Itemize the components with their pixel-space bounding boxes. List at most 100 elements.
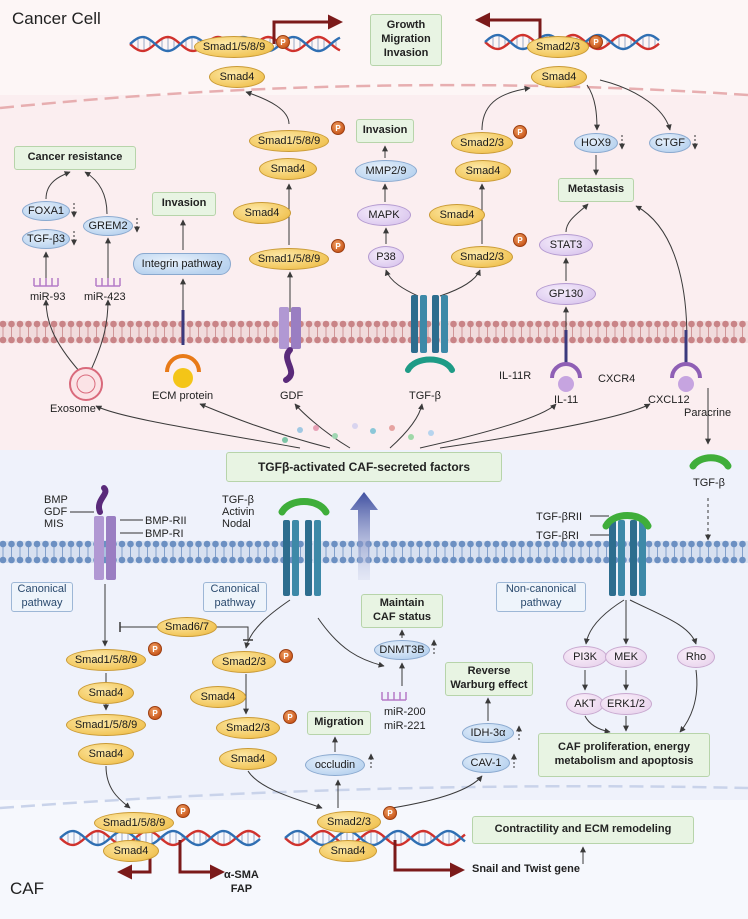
caf-membrane-head <box>339 556 347 564</box>
caf-membrane-head <box>645 556 653 564</box>
cancer-membrane-head <box>730 336 738 344</box>
cancer-membrane-head <box>705 336 712 344</box>
phospho-badge: P <box>148 706 162 720</box>
nuclear-envelope-caf <box>0 784 748 810</box>
caf-membrane-head <box>186 540 194 548</box>
secreted-factor-dot <box>428 430 434 436</box>
caf-membrane-head <box>560 556 568 564</box>
tgfbrii-label: TGF-βRII <box>536 511 583 523</box>
caf-membrane-head <box>577 556 585 564</box>
mir423-label: miR-423 <box>84 291 126 303</box>
cancer-membrane-head <box>518 320 525 328</box>
caf-membrane-head <box>127 540 134 548</box>
cancer-membrane-head <box>135 336 143 344</box>
caf-membrane-head <box>8 556 15 564</box>
caf-membrane-head <box>152 540 160 548</box>
cancer-membrane-head <box>161 336 168 344</box>
cancer-membrane-head <box>169 336 177 344</box>
caf-membrane-head <box>705 540 712 548</box>
arrow-smad23-to-cav1 <box>391 775 483 809</box>
phospho-badge: P <box>331 239 345 253</box>
cancer-membrane-head <box>76 336 83 344</box>
caf-membrane-head <box>135 556 143 564</box>
il11-label: IL-11 <box>554 394 579 406</box>
caf-membrane-head <box>594 556 602 564</box>
foxa1: FOXA1 <box>22 201 70 221</box>
arrow-factors-to-gdf <box>294 403 351 449</box>
caf-membrane-head <box>152 556 160 564</box>
cancer-membrane-head <box>203 336 211 344</box>
arrow-smad-to-caf-nucleus-left <box>105 765 131 809</box>
caf-membrane-head <box>135 540 143 548</box>
caf-membrane-head <box>416 556 423 564</box>
arrow-tgfbr-to-p38 <box>384 269 419 297</box>
caf-membrane-head <box>50 540 58 548</box>
caf-membrane-head <box>475 556 483 564</box>
cancer-membrane-head <box>458 336 466 344</box>
cancer-membrane-head <box>373 320 381 328</box>
caf-membrane-head <box>509 540 517 548</box>
cancer-membrane-head <box>492 320 500 328</box>
cancer-membrane-head <box>501 336 508 344</box>
caf-membrane-head <box>543 556 551 564</box>
caf-membrane-head <box>467 540 474 548</box>
caf-membrane-head <box>178 540 185 548</box>
cancer-membrane-head <box>127 320 134 328</box>
cancer-membrane-head <box>577 336 585 344</box>
cancer-membrane-head <box>76 320 83 328</box>
cancer-membrane-head <box>220 320 228 328</box>
il11r-cup <box>550 362 582 379</box>
caf-membrane-head <box>492 556 500 564</box>
caf-membrane-head <box>220 540 228 548</box>
caf-membrane-head <box>688 556 695 564</box>
secreted-factor-dot <box>297 427 303 433</box>
arrow-stat3-to-metastasis <box>565 203 589 233</box>
outcome-metastasis: Metastasis <box>558 178 634 202</box>
phospho-badge: P <box>513 233 527 247</box>
caf-membrane-head <box>501 556 508 564</box>
akt: AKT <box>566 693 604 715</box>
il11r-label: IL-11R <box>499 370 532 382</box>
canonical-pathway-tgfb: Canonical pathway <box>203 582 267 612</box>
smad23-caf-upper: Smad2/3 <box>212 651 276 673</box>
cancer-membrane-head <box>552 320 559 328</box>
caf-membrane-head <box>144 540 151 548</box>
caf-membrane-head <box>416 540 423 548</box>
cancer-membrane-head <box>67 320 75 328</box>
tgfb-ligand-caf <box>278 498 330 516</box>
smad4-cytoplasm-free: Smad4 <box>233 202 291 224</box>
cancer-membrane-head <box>484 320 491 328</box>
cancer-membrane-head <box>59 320 66 328</box>
phospho-badge: P <box>513 125 527 139</box>
arrow-exosome-to-mir93 <box>43 299 81 373</box>
nuclear-envelope-cancer <box>0 83 748 110</box>
cancer-membrane-head <box>382 320 389 328</box>
arrow-tgfbr-to-rho <box>629 599 698 645</box>
cancer-membrane-band <box>0 321 748 343</box>
cancer-membrane-head <box>246 320 253 328</box>
cancer-membrane-head <box>730 320 738 328</box>
cancer-membrane-head <box>127 336 134 344</box>
caf-membrane-head <box>0 540 7 548</box>
caf-membrane-head <box>348 556 355 564</box>
caf-tgfb-receptor-chain <box>292 520 299 596</box>
caf-membrane-head <box>654 556 661 564</box>
cancer-membrane-head <box>271 320 279 328</box>
caf-membrane-head <box>203 556 211 564</box>
caf-membrane-head <box>169 556 177 564</box>
bmp-ri-label: BMP-RI <box>145 528 184 540</box>
cancer-membrane-head <box>229 336 236 344</box>
caf-membrane-head <box>144 556 151 564</box>
cancer-membrane-head <box>611 320 619 328</box>
cancer-membrane-head <box>475 336 483 344</box>
outcome-migration: Migration <box>307 711 371 735</box>
caf-membrane-head <box>526 540 534 548</box>
caf-membrane-head <box>16 540 24 548</box>
arrow-grem2-to-resistance <box>84 171 108 215</box>
smad23-caf-lower: Smad2/3 <box>216 717 280 739</box>
caf-membrane-head <box>518 540 525 548</box>
caf-membrane-head <box>67 556 75 564</box>
tgfb-ligand-labels: TGF-β Activin Nodal <box>222 494 255 530</box>
cancer-membrane-head <box>144 320 151 328</box>
bmp-receptor-bar <box>106 516 116 580</box>
